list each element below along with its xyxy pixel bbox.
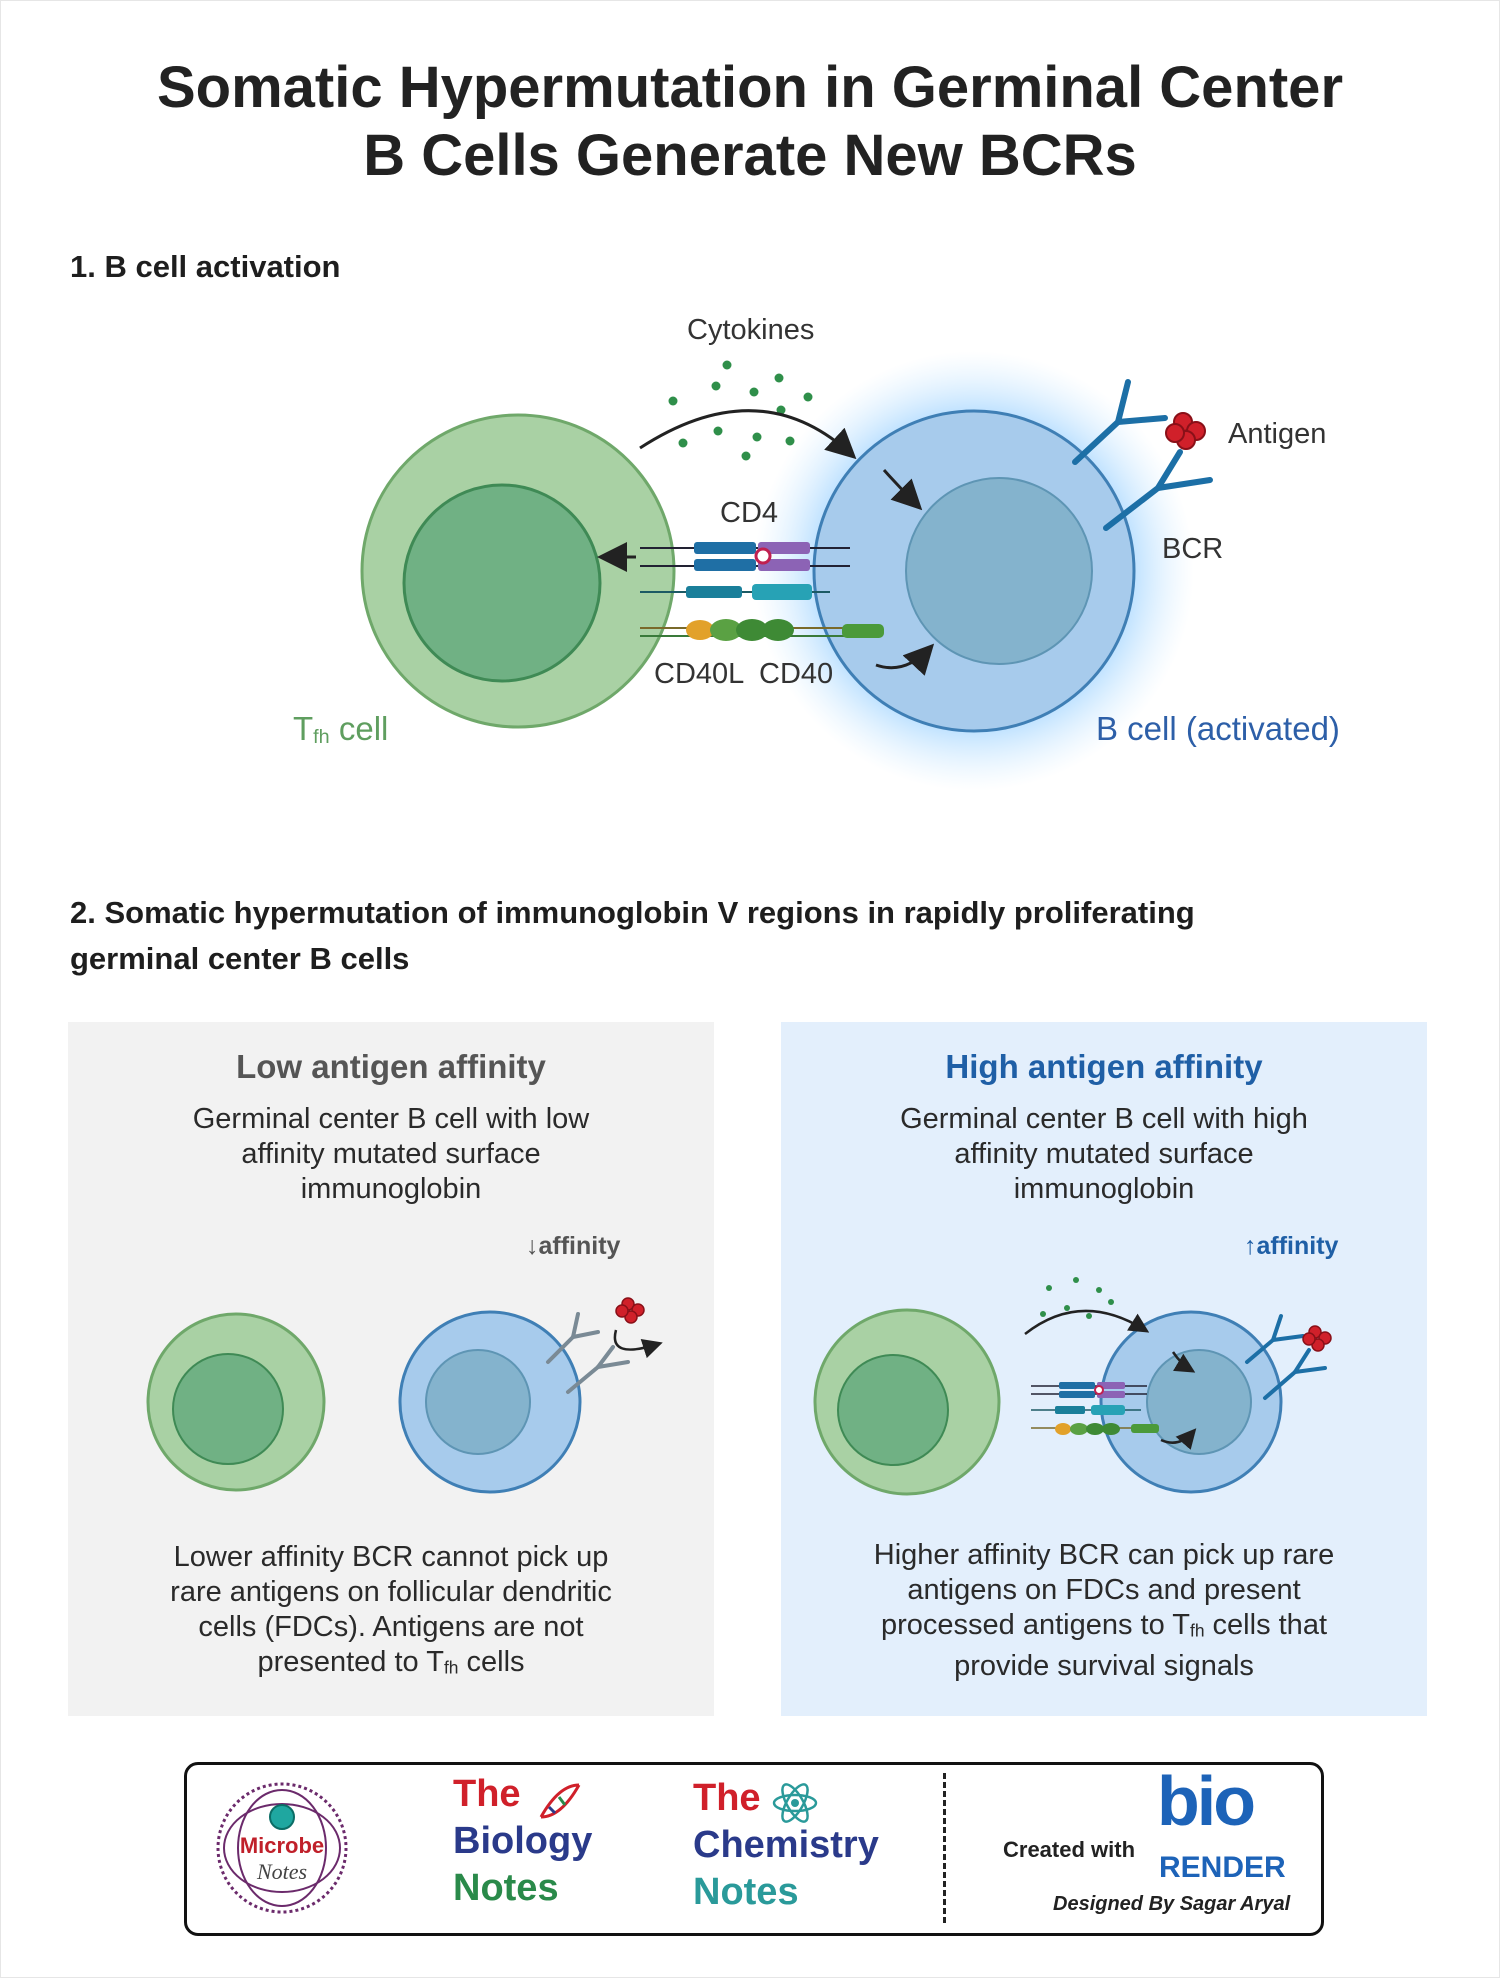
created-with-label: Created with [1003, 1837, 1136, 1862]
high-affinity-indicator: ↑affinity [1244, 1232, 1339, 1260]
title-line-1: Somatic Hypermutation in Germinal Center [156, 55, 1344, 120]
section1-heading: 1. B cell activation [70, 249, 341, 284]
cytokines-label: Cytokines [687, 314, 815, 346]
bcell-label: B cell (activated) [1096, 710, 1340, 747]
low-antigen-icon [615, 1297, 645, 1324]
footer-divider [943, 1773, 946, 1923]
cytokine-dots [668, 360, 813, 461]
biorender-wordmark: RENDER [1159, 1851, 1286, 1884]
section2-heading: 2. Somatic hypermutation of immunoglobin… [70, 890, 1195, 982]
cytokine-arrow [639, 409, 857, 460]
atom-icon [772, 1783, 818, 1823]
antigen-icon [1165, 412, 1206, 450]
high-receptor-complexes [1031, 1382, 1159, 1435]
bcell-inner-arrow-top [882, 469, 923, 511]
low-affinity-indicator: ↓affinity [526, 1232, 621, 1260]
cd40l-cd40-complex [640, 619, 884, 641]
biology-notes-logo: The Biology Notes [453, 1773, 593, 1909]
second-receptor-complex [640, 584, 830, 600]
low-antibody-icon [546, 1312, 630, 1394]
cd4-tcr-complex [640, 542, 850, 571]
cd4-label: CD4 [720, 497, 779, 529]
biorender-logo: bio [1157, 1762, 1256, 1840]
antibody-icon [1072, 379, 1213, 531]
low-release-arrow [613, 1329, 663, 1359]
bcell-nucleus [905, 477, 1093, 665]
tfh-cell-label: Tfh cell [293, 710, 389, 748]
low-panel-footnote: Lower affinity BCR cannot pick up rare a… [170, 1541, 612, 1678]
activation-diagram [360, 351, 1213, 791]
microbe-notes-top: Microbe [239, 1833, 325, 1858]
microbe-icon [216, 1782, 348, 1914]
low-affinity-panel: Low antigen affinity Germinal center B c… [68, 1022, 714, 1716]
bcr-label: BCR [1162, 533, 1224, 565]
cd40l-label: CD40L [654, 658, 745, 690]
section2-heading-line2: germinal center B cells [70, 941, 410, 976]
low-panel-description: Germinal center B cell with low affinity… [192, 1103, 590, 1205]
tfh-cell-nucleus [402, 483, 602, 683]
high-panel-footnote: Higher affinity BCR can pick up rare ant… [873, 1539, 1335, 1682]
microbe-notes-bottom: Notes [256, 1859, 308, 1884]
low-panel-cells [146, 1297, 663, 1494]
footer-brand-box: Microbe Notes The Biology Notes The Chem… [184, 1762, 1324, 1936]
cd40-label: CD40 [759, 658, 834, 690]
high-antibody-icon [1245, 1314, 1327, 1400]
high-affinity-panel: High antigen affinity Germinal center B … [781, 1022, 1427, 1716]
dna-icon [539, 1783, 581, 1819]
antigen-label: Antigen [1228, 418, 1327, 450]
high-panel-heading: High antigen affinity [945, 1048, 1263, 1085]
low-panel-heading: Low antigen affinity [236, 1048, 546, 1085]
title-line-2: B Cells Generate New BCRs [363, 123, 1137, 188]
chemistry-notes-logo: The Chemistry Notes [693, 1777, 879, 1913]
page-title: Somatic Hypermutation in Germinal Center… [0, 54, 1500, 190]
cd40-signal-arrow [875, 643, 935, 676]
high-panel-description: Germinal center B cell with high affinit… [900, 1103, 1308, 1205]
section2-heading-line1: 2. Somatic hypermutation of immunoglobin… [70, 895, 1195, 930]
high-panel-cells [813, 1277, 1332, 1496]
high-antigen-icon [1302, 1325, 1332, 1352]
designed-by-label: Designed By Sagar Aryal [1053, 1893, 1291, 1915]
high-cytokine-dots [1040, 1277, 1114, 1319]
